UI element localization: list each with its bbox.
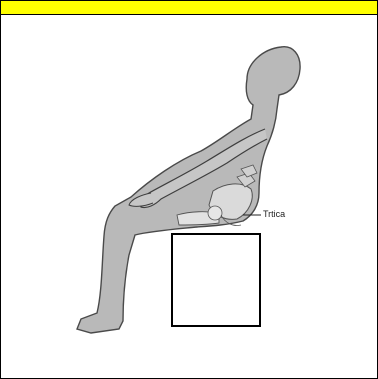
annotation-label: Trtica (263, 209, 285, 219)
seated-figure-illustration (1, 15, 377, 378)
stool-box (172, 234, 260, 326)
header-band (1, 1, 377, 15)
body-silhouette (77, 47, 300, 333)
